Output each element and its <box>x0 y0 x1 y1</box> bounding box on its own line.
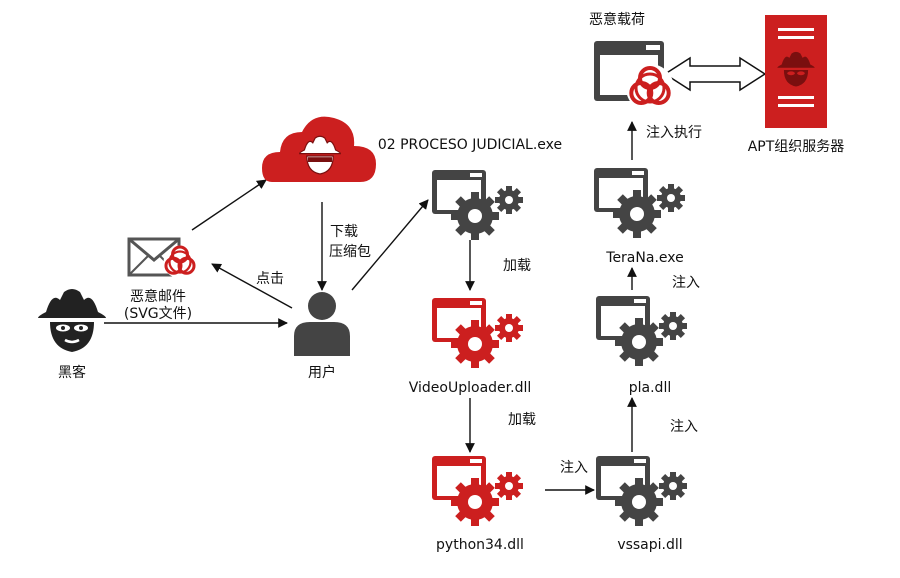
python-node: python34.dll <box>432 456 524 553</box>
download-label-line1: 下载 <box>330 224 358 240</box>
inject-label-2: 注入 <box>670 419 698 435</box>
hacker-node: 黑客 <box>36 287 108 381</box>
terana-node: TeraNa.exe <box>594 168 685 266</box>
load-label-2: 加载 <box>508 412 536 428</box>
cloud-node <box>262 116 376 182</box>
payload-node: 恶意载荷 <box>589 11 674 112</box>
double-arrow-payload-server <box>663 56 767 92</box>
videouploader-node: VideoUploader.dll <box>409 298 531 396</box>
pla-node: pla.dll <box>596 296 687 396</box>
load-label-1: 加载 <box>503 258 531 274</box>
biohazard-icon <box>163 245 197 279</box>
cloud-hacker-icon <box>262 116 376 182</box>
connectors <box>104 121 637 495</box>
inject-exec-label: 注入执行 <box>646 125 702 141</box>
click-label: 点击 <box>256 271 284 287</box>
email-node: 恶意邮件 (SVG文件) <box>124 237 197 322</box>
user-node: 用户 <box>294 292 350 381</box>
inject-label-3: 注入 <box>672 275 700 291</box>
apt-server-node: APT组织服务器 <box>748 15 845 155</box>
exe-node: 02 PROCESO JUDICIAL.exe <box>378 137 562 240</box>
user-label: 用户 <box>308 364 336 381</box>
user-icon <box>294 292 350 356</box>
spy-icon <box>36 287 108 354</box>
biohazard-icon <box>626 64 674 112</box>
apt-server-label: APT组织服务器 <box>748 139 845 155</box>
app-gear-icon <box>596 456 687 526</box>
vssapi-node: vssapi.dll <box>596 456 687 553</box>
app-gear-icon <box>432 298 523 368</box>
app-gear-icon <box>432 456 523 526</box>
vssapi-label: vssapi.dll <box>617 537 682 553</box>
hacker-label: 黑客 <box>58 364 86 381</box>
pla-label: pla.dll <box>629 380 671 396</box>
server-icon <box>765 15 827 128</box>
app-gear-icon <box>594 168 685 238</box>
arrow-user-to-email <box>211 263 293 309</box>
terana-label: TeraNa.exe <box>605 250 683 266</box>
arrow-user-to-exe <box>351 199 429 291</box>
exe-label: 02 PROCESO JUDICIAL.exe <box>378 137 562 153</box>
app-gear-icon <box>432 170 523 240</box>
app-gear-icon <box>596 296 687 366</box>
payload-label: 恶意载荷 <box>589 11 645 28</box>
arrow-email-to-cloud <box>191 179 267 231</box>
videouploader-label: VideoUploader.dll <box>409 380 531 396</box>
email-label-line2: (SVG文件) <box>124 306 192 322</box>
inject-label-1: 注入 <box>560 460 588 476</box>
python-label: python34.dll <box>436 537 524 553</box>
download-label-line2: 压缩包 <box>329 244 371 260</box>
email-label-line1: 恶意邮件 <box>130 288 186 305</box>
